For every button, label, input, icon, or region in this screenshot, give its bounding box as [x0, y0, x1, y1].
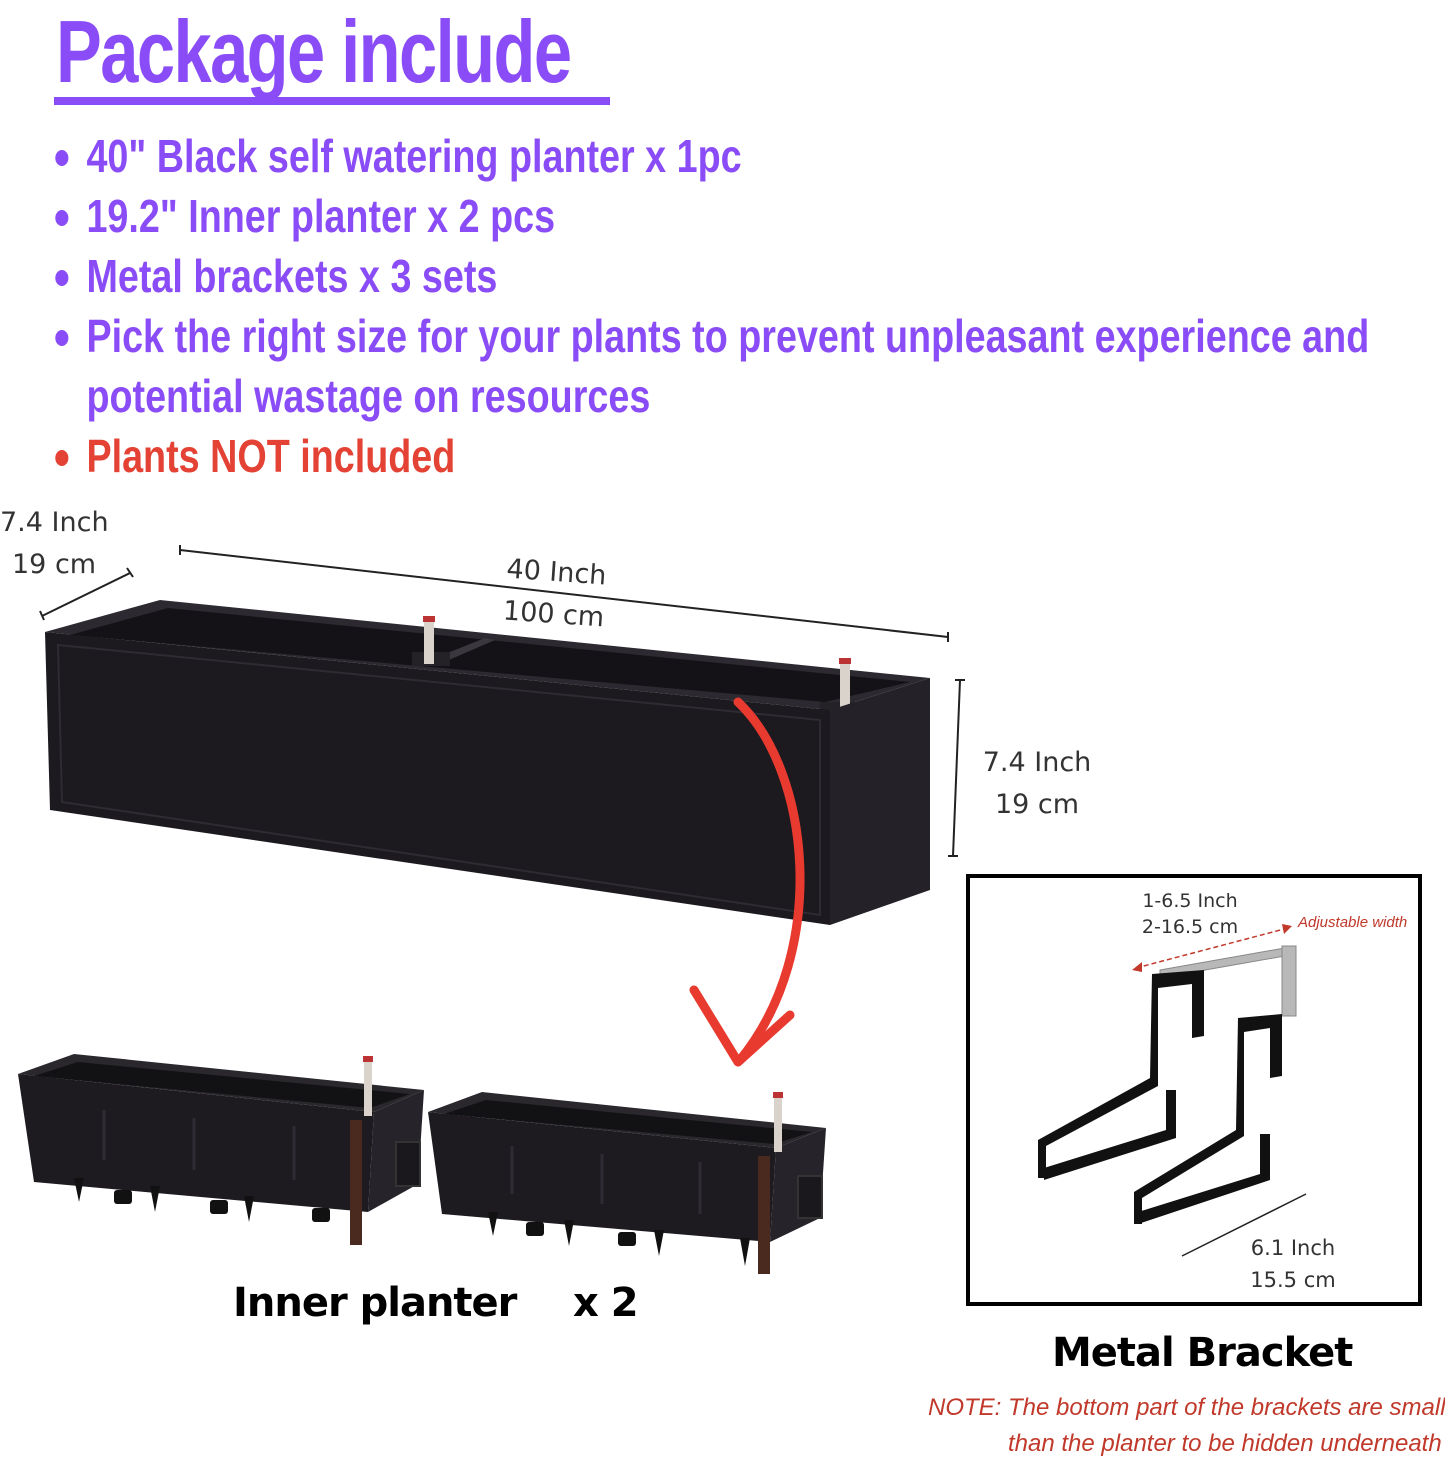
metal-bracket-image: [1038, 924, 1307, 1257]
inner-planter-label: Inner planter: [233, 1280, 517, 1326]
list-item: 40" Black self watering planter x 1pc: [52, 126, 1398, 186]
list-item-warning: Plants NOT included: [52, 426, 1398, 486]
list-item: 19.2" Inner planter x 2 pcs: [52, 186, 1398, 246]
big-planter-image: [45, 600, 930, 925]
height-dimension: 7.4 Inch 19 cm: [982, 747, 1092, 820]
page-title: Package include: [56, 2, 572, 101]
list-item: Metal brackets x 3 sets: [52, 246, 1398, 306]
bracket-label: Metal Bracket: [1052, 1330, 1353, 1376]
bracket-panel: 1-6.5 Inch 2-16.5 cm Adjustable width 6.…: [966, 874, 1422, 1306]
note-text: The bottom part of the brackets are smal…: [1008, 1394, 1445, 1457]
title-underline: [54, 97, 610, 105]
list-item: Pick the right size for your plants to p…: [52, 306, 1398, 426]
bullet-icon: [55, 330, 69, 346]
note-prefix: NOTE:: [928, 1394, 1002, 1421]
bracket-width-dimension: 1-6.5 Inch 2-16.5 cm: [1141, 890, 1239, 938]
bullet-icon: [55, 450, 69, 466]
inner-planter-count: x 2: [573, 1280, 639, 1326]
bullet-icon: [55, 270, 69, 286]
bullet-icon: [55, 210, 69, 226]
adjustable-width-label: Adjustable width: [1298, 914, 1408, 931]
arrow-icon: [689, 697, 805, 1067]
bracket-depth-dimension: 6.1 Inch 15.5 cm: [1250, 1236, 1336, 1292]
inner-planter-image: [428, 1092, 826, 1274]
bullet-icon: [55, 150, 69, 166]
depth-dimension: 7.4 Inch 19 cm: [0, 507, 109, 580]
inner-planter-image: [18, 1054, 424, 1245]
package-list: 40" Black self watering planter x 1pc 19…: [52, 126, 1445, 486]
